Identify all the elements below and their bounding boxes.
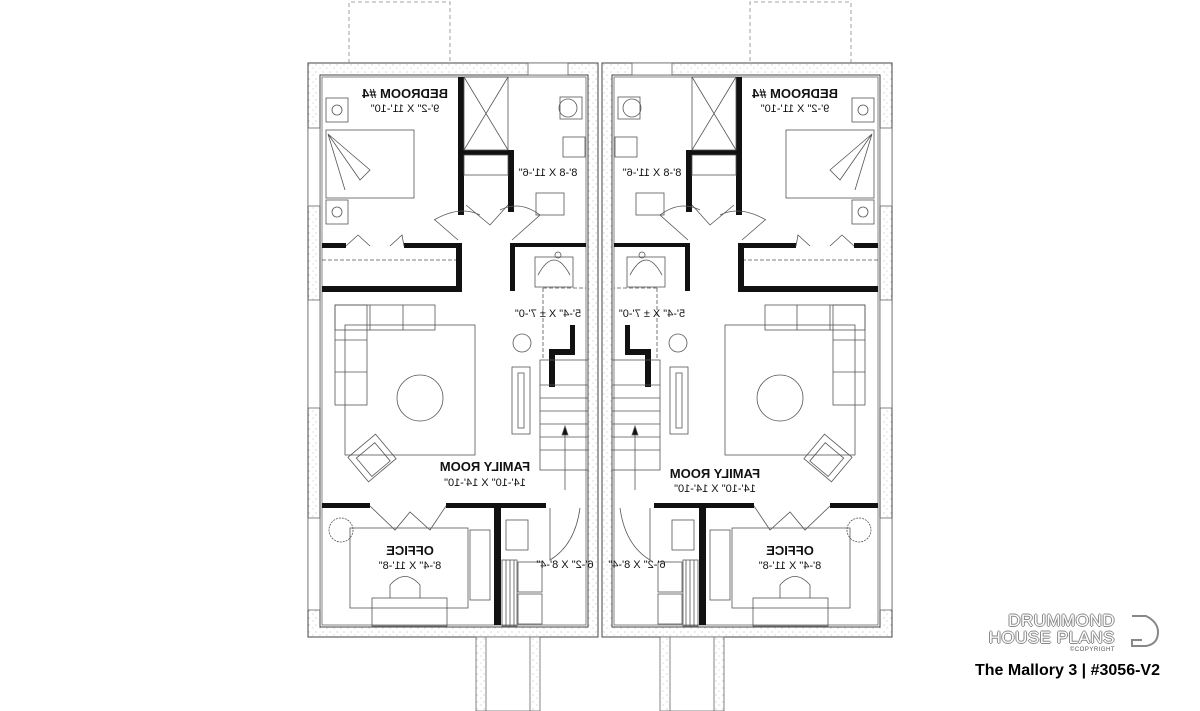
plan-title: The Mallory 3 | #3056-V2: [974, 662, 1160, 679]
unit-left-geometry: [307, 1, 599, 711]
hall-size: 5'-4" X ± 7'-0": [619, 308, 685, 320]
brand-line-2: HOUSE PLANS: [988, 628, 1115, 647]
bedroom-label: BEDROOM #4: [361, 86, 448, 101]
office-size: 8'-4" X 11'-8": [759, 560, 822, 572]
laundry-size: 6'-2" X 8'-4": [608, 559, 665, 571]
laundry-size: 6'-2" X 8'-4": [536, 559, 593, 571]
bedroom-label: BEDROOM #4: [751, 86, 838, 101]
bedroom-size: 9'-2" X 11'-10": [371, 103, 440, 115]
brand-logo-icon: [1131, 615, 1160, 647]
family-room-size: 14'-10" X 14'-10": [674, 483, 756, 495]
office-label: OFFICE: [386, 543, 434, 558]
office-size: 8'-4" X 11'-8": [379, 560, 442, 572]
office-label: OFFICE: [766, 543, 814, 558]
hall-size: 5'-4" X ± 7'-0": [515, 308, 581, 320]
brand-logo-text: DRUMMOND HOUSE PLANS ©COPYRIGHT: [985, 612, 1115, 654]
family-room-size: 14'-10" X 14'-10": [444, 477, 526, 489]
unit-left-labels: BEDROOM #4 9'-2" X 11'-10" 8'-8 X 11'-6"…: [361, 86, 593, 572]
family-room-label: FAMILY ROOM: [670, 466, 760, 481]
unit-right-geometry: [601, 1, 893, 711]
brand-copyright: ©COPYRIGHT: [1069, 647, 1115, 653]
brand-line-1: DRUMMOND: [1008, 611, 1115, 630]
bathroom-size: 8'-8 X 11'-6": [623, 167, 682, 179]
bedroom-size: 9'-2" X 11'-10": [761, 103, 830, 115]
family-room-label: FAMILY ROOM: [440, 459, 530, 474]
bathroom-size: 8'-8 X 11'-6": [519, 167, 578, 179]
unit-right-labels: BEDROOM #4 9'-2" X 11'-10" 8'-8 X 11'-6"…: [608, 86, 838, 572]
